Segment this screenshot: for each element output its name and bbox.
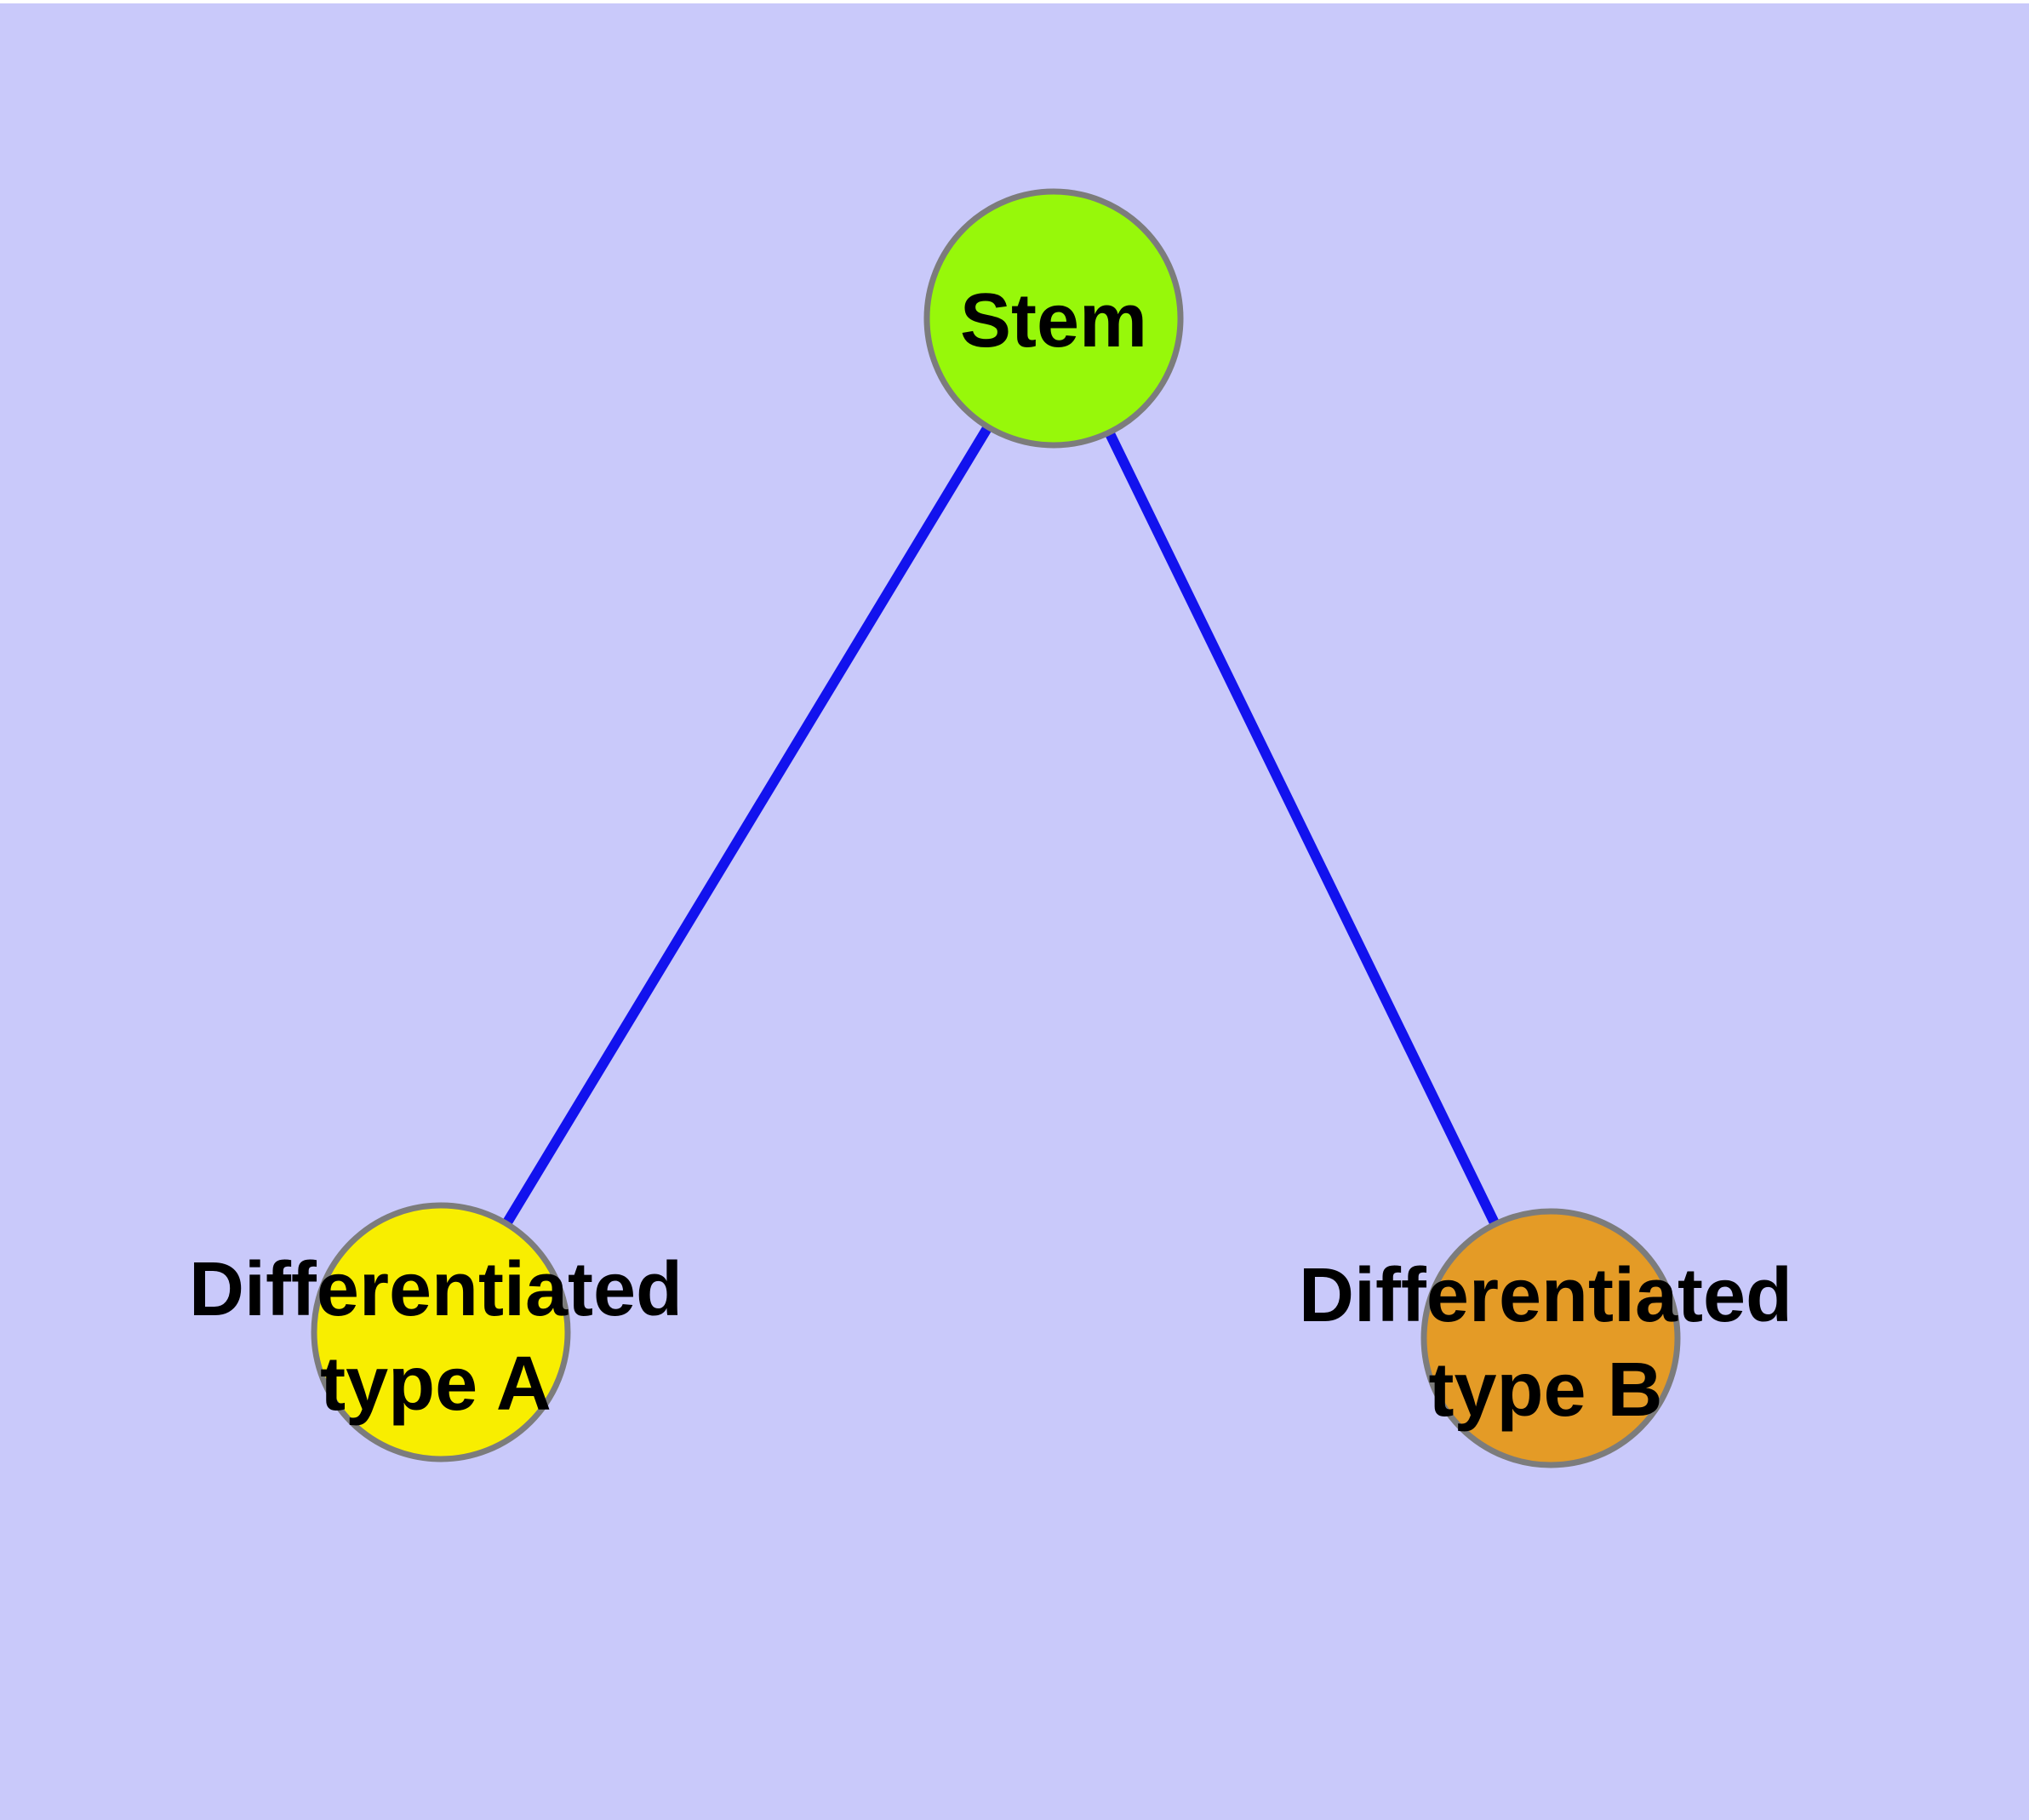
node-stem-label: Stem <box>960 278 1147 363</box>
node-type-a-circle <box>311 1202 571 1462</box>
node-stem-circle <box>923 188 1184 449</box>
node-type-b-circle <box>1420 1208 1681 1468</box>
edge-stem-to-type-a <box>436 315 1059 1336</box>
node-type-a-label-line1: Differentiated <box>189 1247 683 1332</box>
edge-stem-to-type-b <box>1049 316 1556 1341</box>
node-type-a-label-line2: type A <box>320 1342 552 1427</box>
node-type-b-label-line2: type B <box>1428 1348 1662 1433</box>
node-type-b-label-line1: Differentiated <box>1299 1253 1792 1338</box>
